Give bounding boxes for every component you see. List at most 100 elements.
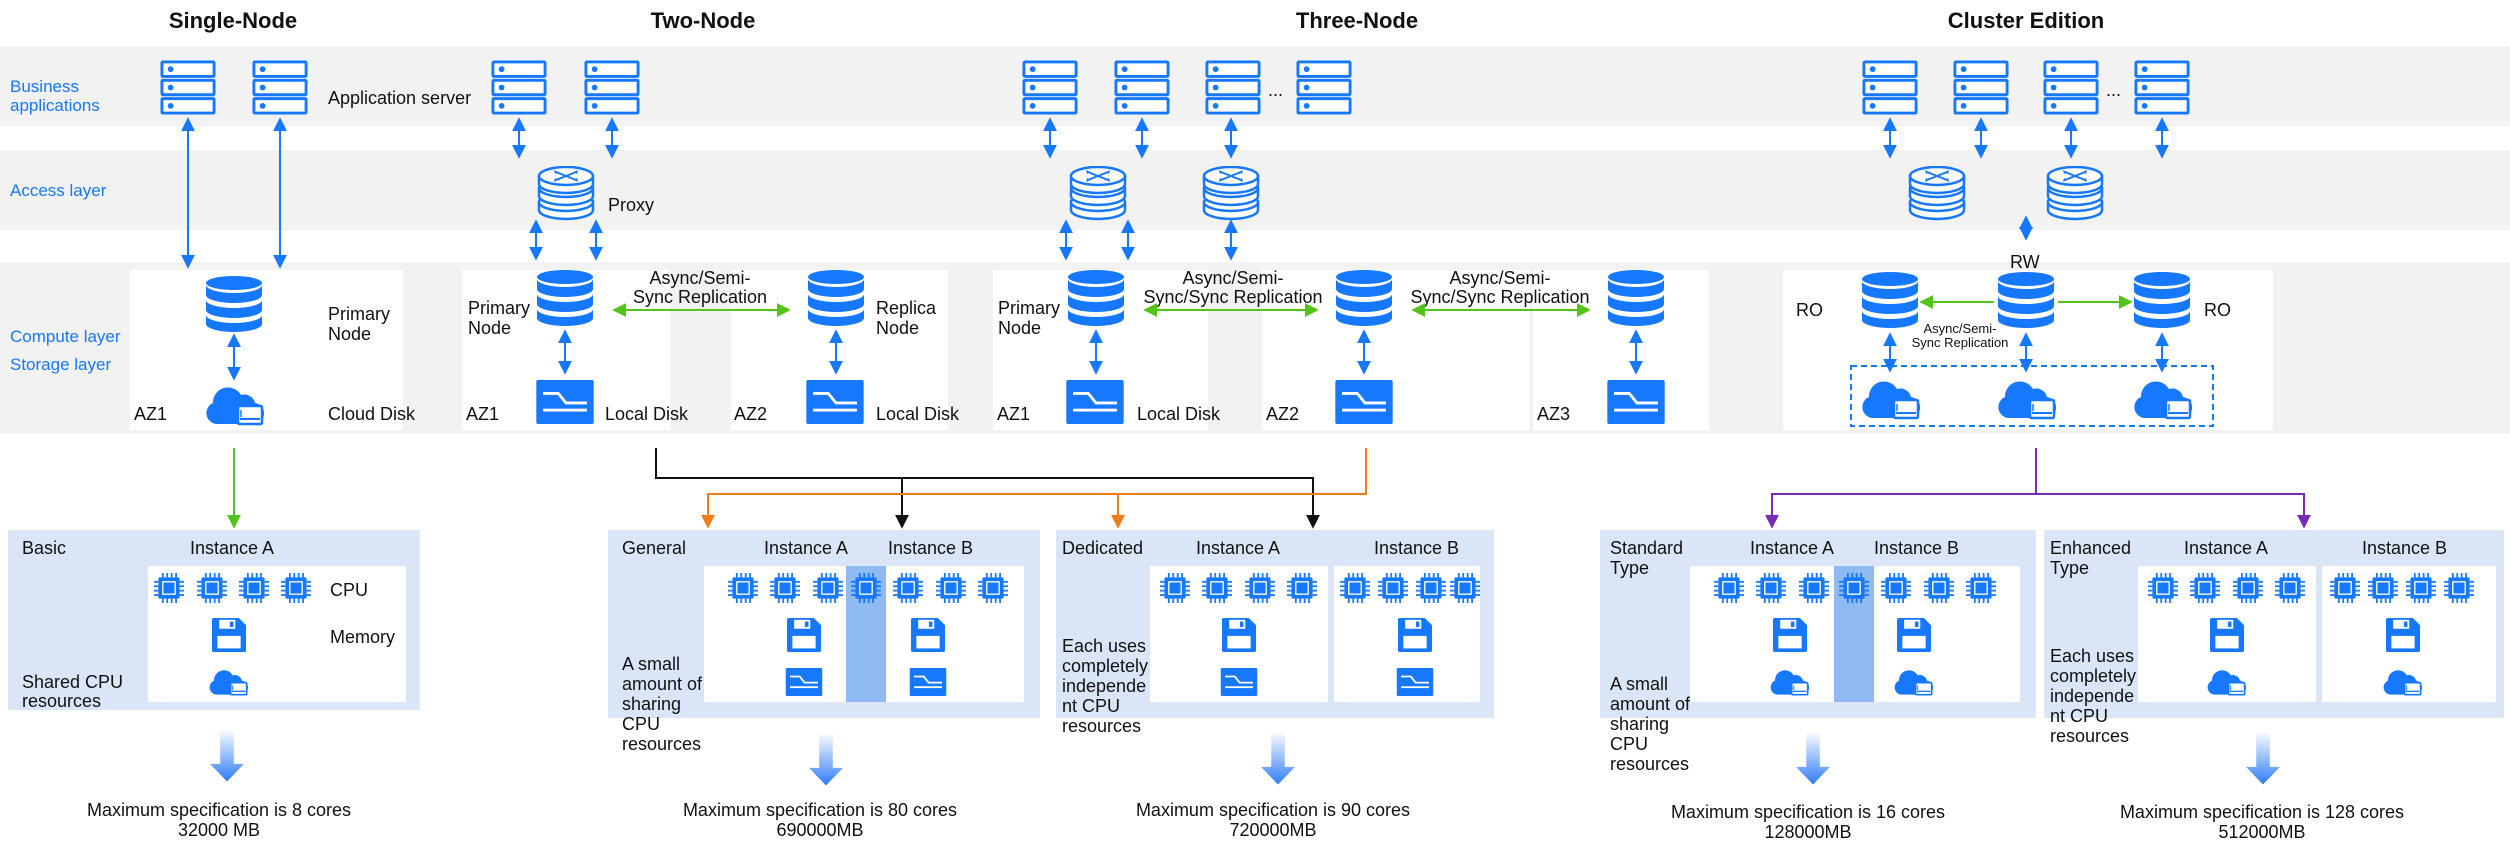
title-three-node: Three-Node bbox=[1296, 8, 1418, 33]
memory-icon bbox=[212, 618, 246, 652]
standard-note-2: amount of bbox=[1610, 694, 1691, 714]
label-az2: AZ2 bbox=[734, 404, 767, 424]
replication-label-2: Sync/Sync Replication bbox=[1143, 287, 1322, 307]
label-proxy: Proxy bbox=[608, 195, 654, 215]
max-spec-basic-2: 32000 MB bbox=[178, 820, 260, 840]
replication-label-1: Async/Semi- bbox=[1449, 268, 1550, 288]
panel-basic-inner bbox=[148, 566, 406, 702]
label-az1: AZ1 bbox=[997, 404, 1030, 424]
enhanced-note-3: independe bbox=[2050, 686, 2134, 706]
ellipsis-three-node: ... bbox=[1268, 80, 1283, 100]
label-primary-node-1: Primary bbox=[468, 298, 530, 318]
server-icon bbox=[491, 60, 547, 115]
local-disk-icon bbox=[806, 380, 864, 424]
server-icon bbox=[1296, 60, 1352, 115]
label-az1: AZ1 bbox=[466, 404, 499, 424]
max-spec-general-2: 690000MB bbox=[776, 820, 863, 840]
replication-label-2: Sync Replication bbox=[633, 287, 767, 307]
title-single-node: Single-Node bbox=[169, 8, 297, 33]
label-primary-node-2: Node bbox=[998, 318, 1041, 338]
max-spec-standard-1: Maximum specification is 16 cores bbox=[1671, 802, 1945, 822]
max-spec-dedicated-2: 720000MB bbox=[1229, 820, 1316, 840]
server-icon bbox=[1205, 60, 1261, 115]
standard-note-5: resources bbox=[1610, 754, 1689, 774]
instance-a-label: Instance A bbox=[1196, 538, 1280, 558]
local-disk-icon bbox=[1066, 380, 1124, 424]
server-icon bbox=[1114, 60, 1170, 115]
down-arrow-icon bbox=[1796, 731, 1830, 785]
instance-b-label: Instance B bbox=[888, 538, 973, 558]
label-ro: RO bbox=[1796, 300, 1823, 320]
enhanced-note-4: nt CPU bbox=[2050, 706, 2108, 726]
instance-type-standard-2: Type bbox=[1610, 558, 1649, 578]
basic-note-2: resources bbox=[22, 691, 101, 711]
standard-note-4: CPU bbox=[1610, 734, 1648, 754]
standard-note-3: sharing bbox=[1610, 714, 1669, 734]
local-disk-icon bbox=[784, 668, 824, 696]
storage bbox=[205, 365, 2214, 427]
instance-routing bbox=[655, 448, 2311, 529]
standard-note-1: A small bbox=[1610, 674, 1668, 694]
replication-arrows bbox=[227, 295, 2133, 529]
instance-a-label: Instance A bbox=[1750, 538, 1834, 558]
label-primary-node-2: Node bbox=[328, 324, 371, 344]
max-spec-general-1: Maximum specification is 80 cores bbox=[683, 800, 957, 820]
dedicated-note-2: completely bbox=[1062, 656, 1148, 676]
server-icon bbox=[160, 60, 216, 115]
label-replica-node-1: Replica bbox=[876, 298, 937, 318]
max-spec-basic-1: Maximum specification is 8 cores bbox=[87, 800, 351, 820]
server-icon bbox=[1953, 60, 2009, 115]
instance-type-enhanced-2: Type bbox=[2050, 558, 2089, 578]
replication-label-1: Async/Semi- bbox=[649, 268, 750, 288]
max-spec-enhanced-2: 512000MB bbox=[2218, 822, 2305, 842]
cluster-replication-label-1: Async/Semi- bbox=[1924, 321, 1997, 336]
down-arrow-icon bbox=[2246, 731, 2280, 785]
server-icon bbox=[1862, 60, 1918, 115]
enhanced-note-2: completely bbox=[2050, 666, 2136, 686]
instance-type-standard-1: Standard bbox=[1610, 538, 1683, 558]
down-arrow-icon bbox=[1261, 731, 1295, 785]
down-arrow-icon bbox=[809, 732, 843, 786]
layer-label-access: Access layer bbox=[10, 181, 107, 200]
server-icon bbox=[2134, 60, 2190, 115]
instance-type-basic: Basic bbox=[22, 538, 66, 558]
label-cpu: CPU bbox=[330, 580, 368, 600]
instance-a-label: Instance A bbox=[190, 538, 274, 558]
server-icon bbox=[252, 60, 308, 115]
label-memory: Memory bbox=[330, 627, 395, 647]
label-local-disk: Local Disk bbox=[605, 404, 689, 424]
replication-label-1: Async/Semi- bbox=[1182, 268, 1283, 288]
dedicated-note-4: nt CPU bbox=[1062, 696, 1120, 716]
instance-b-label: Instance B bbox=[1374, 538, 1459, 558]
general-note-4: CPU bbox=[622, 714, 660, 734]
layer-label-compute: Compute layer bbox=[10, 327, 121, 346]
dedicated-note-3: independe bbox=[1062, 676, 1146, 696]
dedicated-note-5: resources bbox=[1062, 716, 1141, 736]
local-disk-icon bbox=[536, 380, 594, 424]
label-cloud-disk: Cloud Disk bbox=[328, 404, 416, 424]
label-replica-node-2: Node bbox=[876, 318, 919, 338]
local-disk-icon bbox=[1335, 380, 1393, 424]
enhanced-note-5: resources bbox=[2050, 726, 2129, 746]
server-icon bbox=[2043, 60, 2099, 115]
memory-icon bbox=[2210, 618, 2244, 652]
label-application-server: Application server bbox=[328, 88, 471, 108]
local-disk-icon bbox=[1219, 668, 1259, 696]
layer-label-business-1: Business bbox=[10, 77, 79, 96]
label-primary-node-2: Node bbox=[468, 318, 511, 338]
down-arrow-icon bbox=[210, 728, 244, 782]
instance-type-general: General bbox=[622, 538, 686, 558]
title-cluster-edition: Cluster Edition bbox=[1948, 8, 2104, 33]
max-spec-arrows bbox=[210, 728, 2280, 786]
proxy-icon bbox=[1202, 166, 1260, 221]
instance-type-enhanced-1: Enhanced bbox=[2050, 538, 2131, 558]
memory-icon bbox=[1398, 618, 1432, 652]
label-local-disk: Local Disk bbox=[1137, 404, 1221, 424]
label-az1: AZ1 bbox=[134, 404, 167, 424]
memory-icon bbox=[1773, 618, 1807, 652]
proxy-icon bbox=[537, 166, 595, 221]
label-primary-node-1: Primary bbox=[998, 298, 1060, 318]
local-disk-icon bbox=[1607, 380, 1665, 424]
replication-label-2: Sync/Sync Replication bbox=[1410, 287, 1589, 307]
